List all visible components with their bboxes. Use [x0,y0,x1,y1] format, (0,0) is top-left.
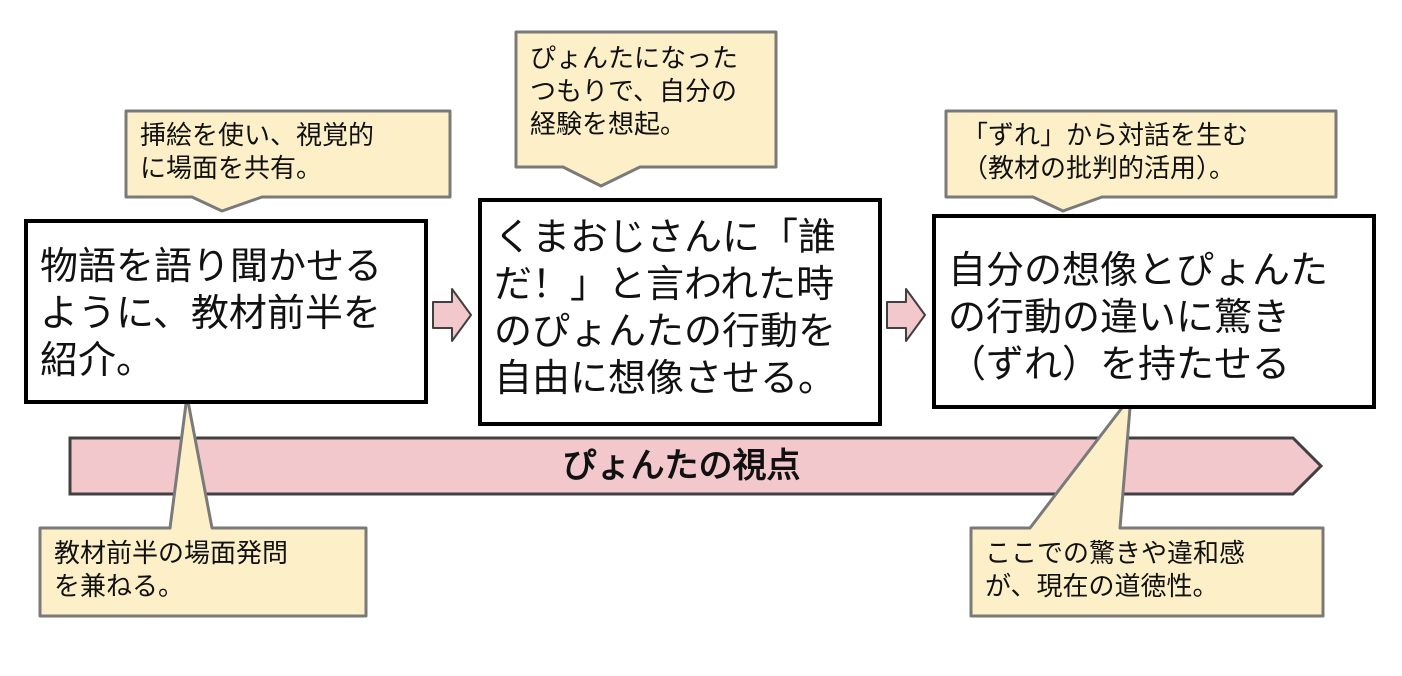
step-3-text: 自分の想像とぴょんた の行動の違いに驚き （ずれ）を持たせる [948,248,1329,386]
bottom-callout-2-shape [969,394,1325,618]
top-note-3-text: 「ずれ」から対話を生む （教材の批判的活用）。 [962,121,1249,184]
band-label: ぴょんたの視点 [562,446,801,486]
bottom-callout-1-shape [38,394,368,618]
step-2-text: くまおじさんに「誰 だ！」と言われた時 のぴょんたの行動を 自由に想像させる。 [494,215,837,400]
step-1-text: 物語を語り聞かせる ように、教材前半を 紹介。 [40,244,383,382]
top-callout-1-shape [124,109,452,213]
top-note-1-text: 挿絵を使い、視覚的 に場面を共有。 [140,121,375,184]
flow-arrow-2 [886,288,926,342]
top-callout-2-shape [514,30,778,188]
top-callout-3-shape [944,109,1338,213]
flow-arrow-1 [432,288,472,342]
step-box-1 [24,219,428,404]
step-box-2 [478,198,882,426]
step-box-3 [932,214,1376,409]
perspective-band-arrow [68,436,1324,496]
bottom-note-1-text: 教材前半の場面発問 を兼ねる。 [54,539,289,602]
top-note-2-text: ぴょんたになった つもりで、自分の 経験を想起。 [530,44,739,140]
bottom-note-2-text: ここでの驚きや違和感 が、現在の道徳性。 [985,539,1246,602]
